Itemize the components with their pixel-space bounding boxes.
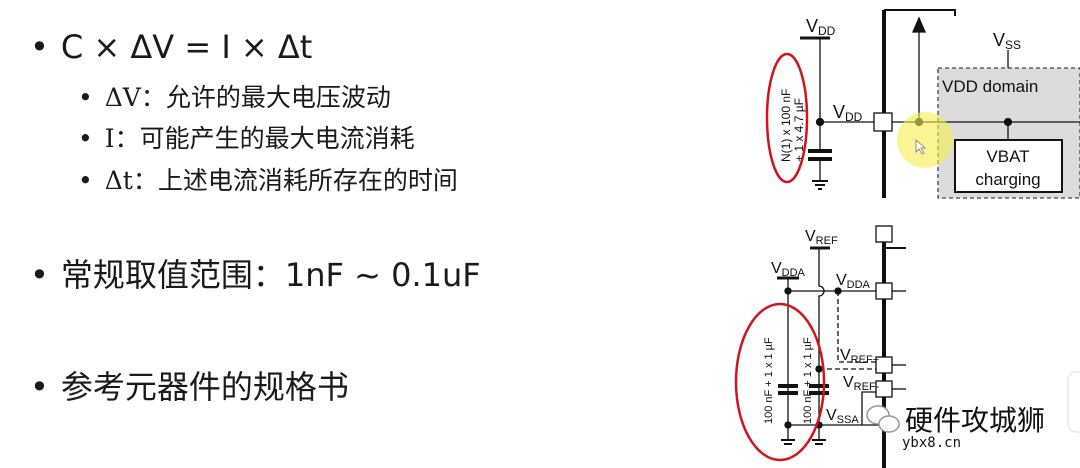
svg-text:100 nF + 1 x 1 µF: 100 nF + 1 x 1 µF [763,337,775,424]
svg-text:VREF: VREF [805,228,838,247]
svg-text:硬件攻城狮: 硬件攻城狮 [905,404,1045,437]
vdda-pad [875,282,893,300]
bottom-diagram [734,225,906,468]
top-labels: VDD VDD VSS VDD domain VBAT charging N(1… [779,16,1041,189]
sub-bullet-dt: •Δt：上述电流消耗所存在的时间 [78,166,458,195]
highlight-ellipse [765,52,809,184]
wechat-icon [866,405,900,433]
svg-text:charging: charging [975,170,1040,189]
bullet-range: •常规取值范围：1nF ~ 0.1uF [30,256,481,294]
watermark: 硬件攻城狮 ybx8.cn [866,404,1045,451]
bullet-datasheet: •参考元器件的规格书 [30,368,349,406]
svg-text:100 nF + 1 x 1 µF: 100 nF + 1 x 1 µF [802,337,814,424]
top-diagram [765,9,1080,199]
svg-text:+ 1 x 4.7 µF: + 1 x 4.7 µF [792,98,806,162]
svg-text:VDDA: VDDA [771,260,806,279]
svg-text:N(1) x 100 nF: N(1) x 100 nF [779,89,793,162]
cursor-highlight [897,112,953,168]
svg-text:VDD: VDD [806,16,836,38]
sub-bullet-i: •I：可能产生的最大电流消耗 [78,124,415,153]
svg-text:VSS: VSS [993,30,1021,52]
svg-text:ybx8.cn: ybx8.cn [902,435,961,451]
vbat-charging-block [954,139,1063,193]
vdd-pad [873,112,893,132]
svg-text:VDD domain: VDD domain [942,77,1038,96]
sub-bullet-dv: •ΔV：允许的最大电压波动 [78,83,391,112]
highlight-ellipse [734,302,826,462]
svg-text:VREF-: VREF- [843,374,880,393]
svg-text:VDD: VDD [833,102,863,124]
svg-text:VBAT: VBAT [986,147,1029,166]
bullet-formula: •C × ΔV = I × Δt [30,28,313,66]
arrow-up-icon [912,16,926,33]
svg-text:VREF+: VREF+ [840,347,879,366]
bottom-labels: VREF VDDA VDDA VREF+ VREF- VSSA 100 nF +… [763,228,880,426]
svg-text:VSSA: VSSA [826,407,859,426]
svg-text:VDDA: VDDA [836,272,871,291]
cursor-icon [915,139,927,155]
side-panel-edge [1067,371,1080,433]
